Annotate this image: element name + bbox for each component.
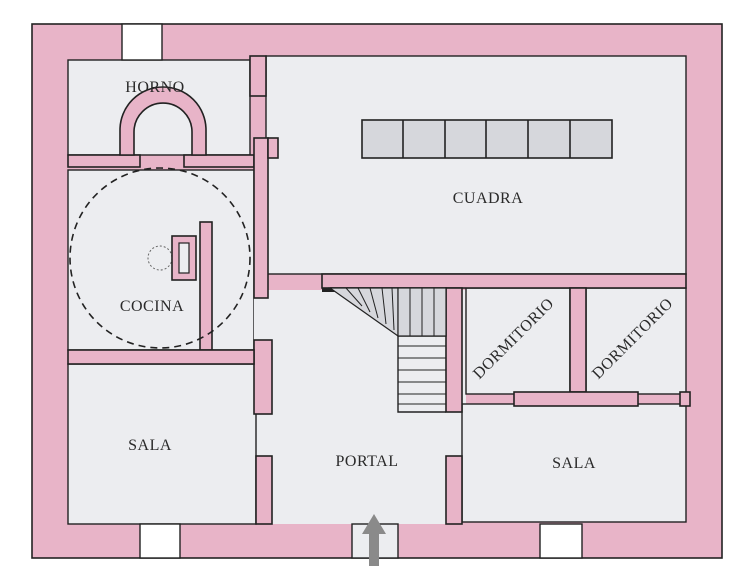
label-cocina: COCINA bbox=[120, 298, 184, 315]
wall-horno-right bbox=[249, 55, 267, 97]
window-bottom-right bbox=[539, 523, 583, 559]
wall-portal-left bbox=[255, 455, 273, 525]
oven-arch bbox=[119, 86, 207, 156]
floor-dormitorio-1 bbox=[465, 287, 571, 395]
wall-kitchen-stub bbox=[267, 137, 279, 159]
floor-cuadra bbox=[265, 55, 687, 275]
wall-dorm-right-stub bbox=[679, 391, 691, 407]
wall-portal-right bbox=[445, 455, 463, 525]
entrance-arrow-icon bbox=[362, 514, 386, 566]
wall-cuadra-bottom bbox=[321, 273, 687, 289]
wall-kitchen-right bbox=[253, 137, 269, 299]
wall-hall-left-upper bbox=[253, 339, 273, 415]
kitchen-dashed-circle bbox=[69, 167, 251, 349]
window-bottom-left bbox=[139, 523, 181, 559]
floor-cocina bbox=[67, 169, 255, 351]
label-portal: PORTAL bbox=[336, 453, 399, 470]
label-cuadra: CUADRA bbox=[453, 190, 524, 207]
wall-dorm-divider bbox=[569, 287, 587, 393]
label-sala-left: SALA bbox=[128, 437, 172, 454]
wall-stairs-right bbox=[445, 287, 463, 413]
wall-chimney-column bbox=[199, 221, 213, 351]
wall-horno-bottom-left bbox=[67, 154, 141, 168]
fireplace-inner bbox=[178, 242, 190, 274]
wall-sala-left-top bbox=[67, 349, 255, 365]
manger bbox=[361, 119, 613, 159]
floor-horno bbox=[67, 59, 251, 156]
wall-dorm-bottom bbox=[513, 391, 639, 407]
floor-sala-right bbox=[461, 403, 687, 523]
label-horno: HORNO bbox=[125, 79, 184, 96]
staircase bbox=[322, 287, 447, 413]
label-sala-right: SALA bbox=[552, 455, 596, 472]
wall-horno-bottom-right bbox=[183, 154, 255, 168]
window-top bbox=[121, 23, 163, 61]
floor-portal bbox=[272, 352, 448, 524]
